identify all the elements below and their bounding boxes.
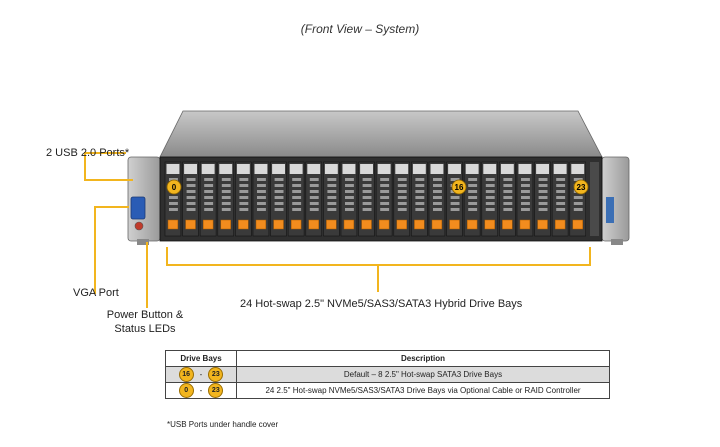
bay-marker-23: 23 — [573, 179, 589, 195]
footnote: *USB Ports under handle cover — [167, 420, 279, 429]
drive-tray — [305, 161, 322, 237]
drive-tray — [463, 161, 481, 237]
power-label-line2: Status LEDs — [114, 323, 176, 335]
drive-tray — [199, 161, 217, 237]
drive-tray — [235, 161, 252, 237]
bays-callout-bracket — [166, 247, 591, 266]
drive-tray — [375, 161, 393, 237]
power-label-line1: Power Button & — [106, 309, 184, 321]
bay-marker-16: 16 — [451, 179, 467, 195]
bay-marker-0-text: 0 — [172, 183, 177, 192]
power-button — [134, 221, 144, 231]
table-header-drive-bays: Drive Bays — [165, 350, 237, 367]
bay-marker-0: 0 — [166, 179, 182, 195]
table-row: 0-23 24 2.5" Hot-swap NVMe5/SAS3/SATA3 D… — [165, 382, 610, 399]
table-header-description: Description — [236, 350, 610, 367]
drive-tray — [217, 161, 235, 237]
drive-bays-cell: 0-23 — [165, 382, 237, 399]
vga-port — [130, 196, 146, 220]
usb-ports-label: 2 USB 2.0 Ports* — [46, 147, 130, 159]
range-dash: - — [199, 370, 203, 379]
description-cell: 24 2.5" Hot-swap NVMe5/SAS3/SATA3 Drive … — [236, 382, 610, 399]
drive-tray — [516, 161, 534, 237]
status-panel — [590, 162, 599, 236]
description-cell: Default – 8 2.5" Hot-swap SATA3 Drive Ba… — [236, 366, 610, 383]
drive-trays — [164, 161, 586, 237]
power-button-label: Power Button & Status LEDs — [106, 308, 184, 336]
drive-tray — [534, 161, 551, 237]
bay-badge: 23 — [208, 367, 224, 382]
drive-tray — [481, 161, 498, 237]
drive-tray — [340, 161, 358, 237]
vga-callout-line — [94, 206, 129, 294]
bay-marker-16-text: 16 — [455, 183, 464, 192]
vga-port-label: VGA Port — [73, 287, 119, 299]
drive-tray — [164, 161, 182, 237]
bay-badge: 0 — [178, 383, 194, 398]
drive-tray — [323, 161, 340, 237]
drive-tray — [270, 161, 287, 237]
drive-tray — [446, 161, 463, 237]
drive-tray — [551, 161, 569, 237]
bay-marker-23-text: 23 — [577, 183, 586, 192]
table-row: 16-23 Default – 8 2.5" Hot-swap SATA3 Dr… — [165, 366, 610, 383]
bay-badge: 23 — [208, 383, 224, 398]
drive-tray — [252, 161, 270, 237]
drive-tray — [569, 161, 586, 237]
drive-tray — [428, 161, 446, 237]
chassis-top — [159, 110, 603, 158]
drive-bays-cell: 16-23 — [165, 366, 237, 383]
page-title: (Front View – System) — [300, 22, 420, 36]
drive-tray — [499, 161, 516, 237]
drive-tray — [287, 161, 305, 237]
drive-bays-table: Drive Bays Description 16-23 Default – 8… — [165, 350, 610, 399]
drive-bays-label: 24 Hot-swap 2.5" NVMe5/SAS3/SATA3 Hybrid… — [240, 298, 523, 310]
drive-tray — [393, 161, 410, 237]
range-dash: - — [199, 386, 203, 395]
drive-tray — [411, 161, 428, 237]
brand-label — [606, 197, 614, 223]
drive-tray — [182, 161, 199, 237]
usb-callout-line — [84, 152, 133, 181]
bay-badge: 16 — [178, 367, 194, 382]
drive-tray — [358, 161, 375, 237]
